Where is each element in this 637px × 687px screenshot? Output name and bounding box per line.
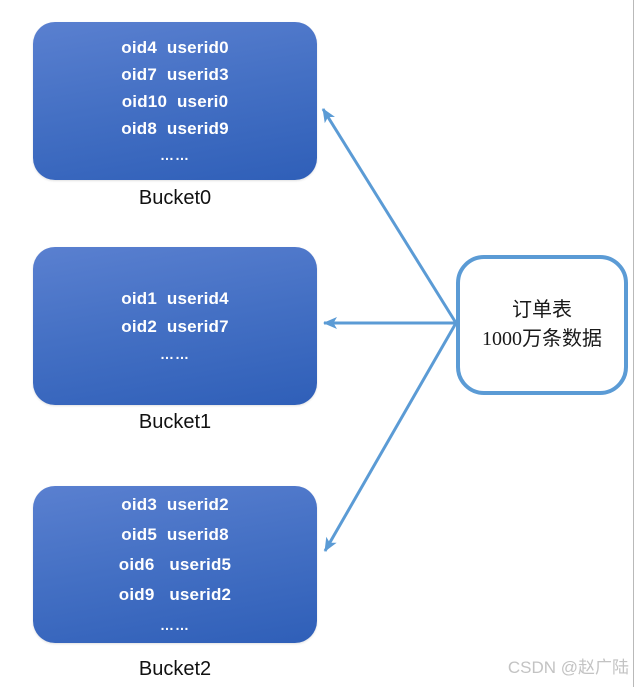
bucket1-box: oid1 userid4 oid2 userid7 …… (33, 247, 317, 405)
bucket0-row: oid4 userid0 (121, 37, 229, 57)
bucket1-label: Bucket1 (138, 411, 212, 433)
csdn-watermark: CSDN @赵广陆 (507, 658, 629, 677)
bucket0-row: oid10 useri0 (121, 91, 229, 111)
bucket0-ellipsis: …… (160, 146, 190, 163)
order-table-title: 订单表 (512, 299, 572, 321)
bucket1-ellipsis: …… (160, 345, 190, 362)
bucket0-row: oid7 userid3 (121, 64, 229, 84)
bucket0-row: oid8 userid9 (121, 118, 229, 138)
bucket2-row: oid6 userid5 (118, 554, 232, 574)
order-table-box: 订单表 1000万条数据 (456, 255, 628, 395)
bucket0-box: oid4 userid0 oid7 userid3 oid10 useri0 o… (33, 22, 317, 180)
bucket2-ellipsis: …… (160, 616, 190, 633)
bucket2-row: oid5 userid8 (121, 524, 229, 544)
page-edge-line (633, 0, 634, 687)
bucket0-label: Bucket0 (138, 187, 212, 209)
bucket2-label: Bucket2 (138, 658, 212, 680)
order-table-count: 1000万条数据 (482, 328, 602, 350)
bucket2-row: oid9 userid2 (118, 584, 232, 604)
bucket2-row: oid3 userid2 (121, 494, 229, 514)
arrow-to-bucket0 (321, 108, 458, 324)
bucket2-box: oid3 userid2 oid5 userid8 oid6 userid5 o… (33, 486, 317, 643)
bucket1-row: oid1 userid4 (121, 288, 229, 308)
bucket1-row: oid2 userid7 (121, 316, 229, 336)
arrow-to-bucket2 (323, 322, 458, 552)
